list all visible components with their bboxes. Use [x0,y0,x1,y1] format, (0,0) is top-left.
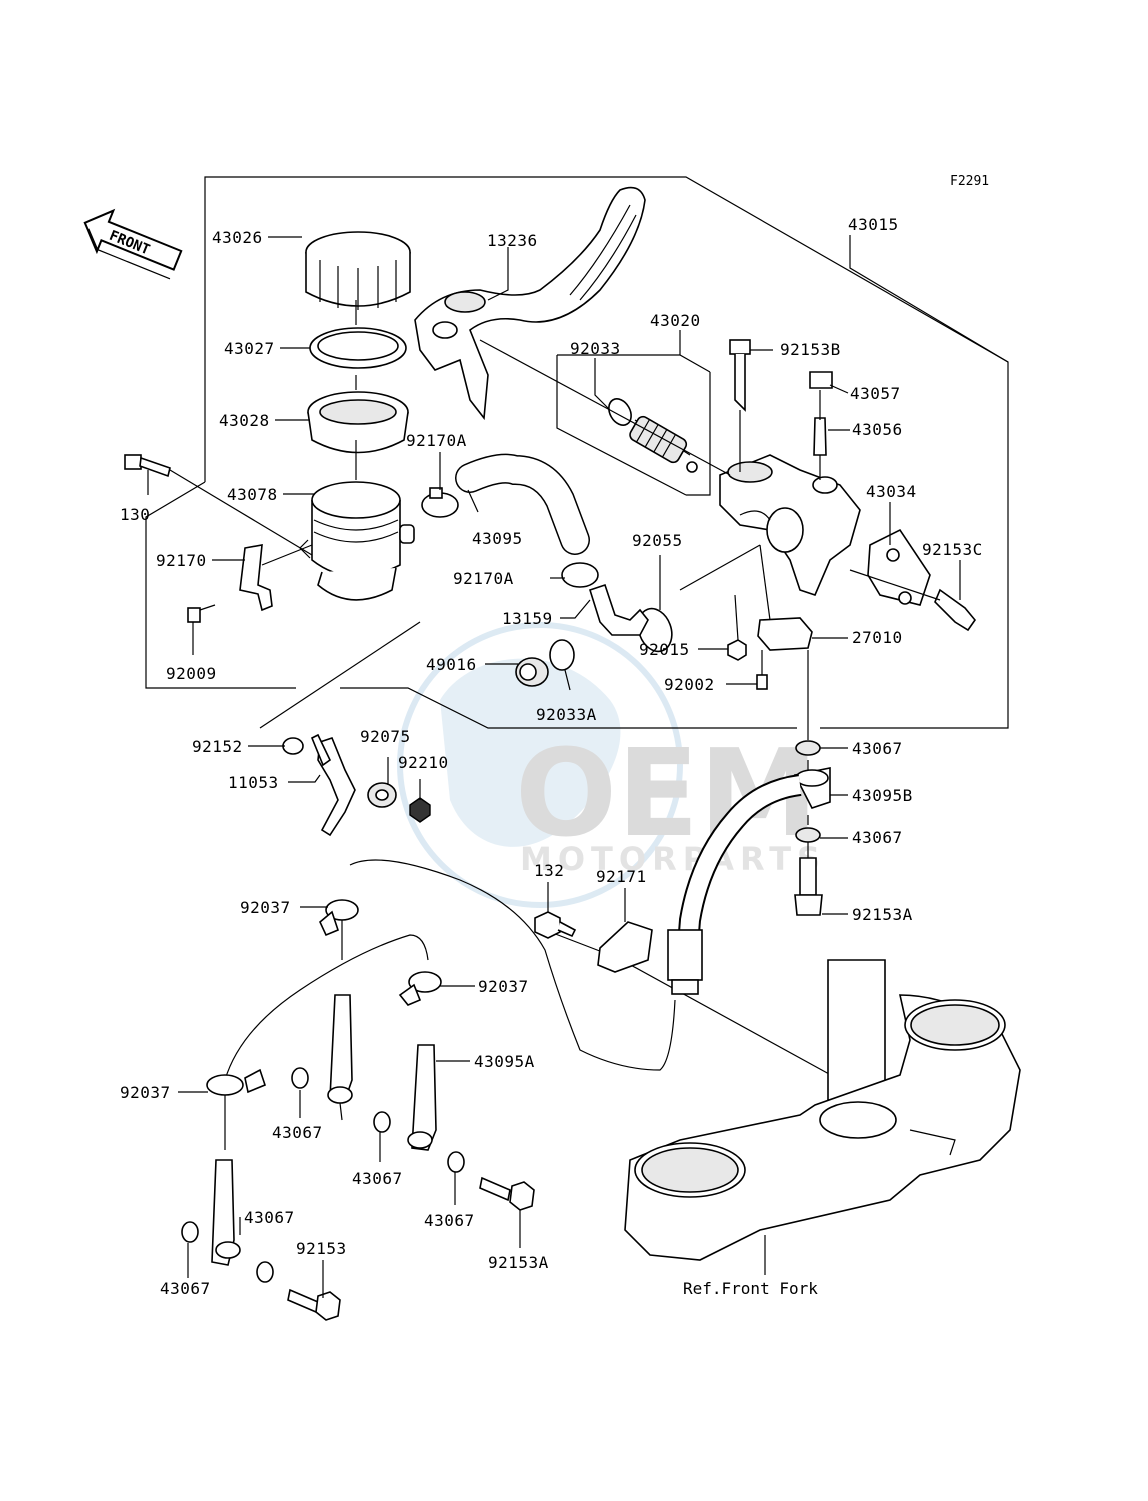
banjo-bolt-92153A-lower [479,1176,535,1211]
brake-lever [414,186,646,421]
bolt-92153B [729,339,751,412]
callout-43067-upper: 43067 [852,739,903,758]
master-cylinder-body [719,454,861,596]
callout-43015: 43015 [848,215,899,234]
bracket-92170 [239,544,273,612]
callout-92015: 92015 [639,640,690,659]
callout-92033A: 92033A [536,705,597,724]
callout-92153A-upper: 92153A [852,905,913,924]
front-arrow-icon: FRONT [83,208,183,280]
callout-92153C: 92153C [922,540,983,559]
banjo-92037-lower [206,1068,266,1150]
callout-43078: 43078 [227,485,278,504]
bolt-132 [534,911,577,939]
hose-clip-lower [561,562,599,588]
hose-fitting [589,583,649,636]
bolt-130 [124,454,171,478]
hose-pipes [211,994,437,1266]
hose-ferrule [667,929,703,995]
callout-92170A-upper: 92170A [406,431,467,450]
callout-43067-f: 43067 [244,1208,295,1227]
triple-clamp [624,959,1021,1261]
callout-43095A: 43095A [474,1052,535,1071]
callout-13159: 13159 [502,609,553,628]
callout-92153B: 92153B [780,340,841,359]
callout-43095: 43095 [472,529,523,548]
callout-43027: 43027 [224,339,275,358]
callouts: 43015 13236 43026 43027 43020 92033 9215… [120,215,983,1298]
reservoir-cap [305,231,411,310]
callout-92171: 92171 [596,867,647,886]
callout-27010: 27010 [852,628,903,647]
assembly-outline [145,176,1009,729]
callout-43067-d: 43067 [352,1169,403,1188]
callout-92153: 92153 [296,1239,347,1258]
callout-43067-second: 43067 [852,828,903,847]
callout-43057: 43057 [850,384,901,403]
callout-92002: 92002 [664,675,715,694]
banjo-92037-middle [398,971,442,1006]
callout-92033: 92033 [570,339,621,358]
piston-assembly [556,354,711,496]
banjo-bolt-92153 [287,1288,341,1321]
callout-43056: 43056 [852,420,903,439]
figure-code: F2291 [950,174,989,189]
callout-92009: 92009 [166,664,217,683]
bleeder-cap [809,371,833,389]
watermark-sub: MOTORPARTS [520,840,826,878]
callout-43020: 43020 [650,311,701,330]
callout-43067-g: 43067 [160,1279,211,1298]
callout-92075: 92075 [360,727,411,746]
banjo-92037-upper [319,899,359,960]
callout-43095B: 43095B [852,786,913,805]
callout-92055: 92055 [632,531,683,550]
reference-note: Ref.Front Fork [683,1279,818,1298]
callout-92152: 92152 [192,737,243,756]
callout-132: 132 [534,861,564,880]
callout-92153A-lower: 92153A [488,1253,549,1272]
brake-switch [756,617,813,690]
reservoir-hose [455,453,590,555]
callout-49016: 49016 [426,655,477,674]
bolt-92153C [934,588,977,632]
circlip [549,639,575,671]
reservoir-body [299,481,415,601]
washers [181,1067,465,1283]
callout-43067-c: 43067 [272,1123,323,1142]
callout-43067-e: 43067 [424,1211,475,1230]
diaphragm [307,391,409,454]
callout-43028: 43028 [219,411,270,430]
hose-clamp-92171 [597,921,653,973]
washer-92152 [282,737,304,755]
callout-11053: 11053 [228,773,279,792]
callout-leaders [147,235,1009,1298]
callout-43034: 43034 [866,482,917,501]
hose-clip-upper [421,487,459,518]
bleeder-valve [813,417,827,456]
grommet [515,657,549,687]
callout-92037-upper: 92037 [240,898,291,917]
diaphragm-ring [309,327,407,369]
nut-92015 [727,639,747,661]
bracket-11053 [310,733,356,837]
screw-92009 [187,604,216,623]
callout-92037-middle: 92037 [478,977,529,996]
grommet-92075 [367,782,397,808]
callout-43026: 43026 [212,228,263,247]
callout-130: 130 [120,505,150,524]
callout-92037-lower: 92037 [120,1083,171,1102]
callout-92170: 92170 [156,551,207,570]
callout-13236: 13236 [487,231,538,250]
callout-92210: 92210 [398,753,449,772]
brake-line [349,859,676,1071]
callout-92170A-lower: 92170A [453,569,514,588]
banjo-hose-upper [793,740,831,916]
handlebar-clamp [867,528,931,606]
